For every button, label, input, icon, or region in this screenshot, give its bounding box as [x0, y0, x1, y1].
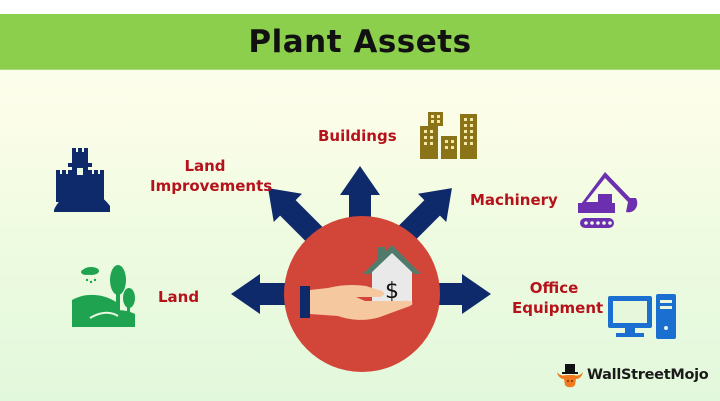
label-land: Land: [158, 288, 200, 306]
title-banner: Plant Assets: [0, 14, 720, 70]
desktop-computer-icon: [608, 294, 676, 339]
arrow-right-icon: [430, 274, 491, 314]
label-land-improvements: Land Improvements: [150, 157, 273, 195]
landscape-trees-icon: [72, 265, 135, 327]
buildings-icon: [420, 112, 477, 159]
page-title: Plant Assets: [248, 23, 472, 60]
label-office-equipment: Office Equipment: [512, 279, 604, 317]
brand-name: WallStreetMojo: [587, 367, 709, 383]
hand-holding-house-icon: $: [300, 245, 421, 320]
brand-logo: WallStreetMojo: [555, 362, 709, 388]
label-machinery: Machinery: [470, 191, 558, 209]
top-strip: [0, 0, 720, 14]
arrows: [231, 166, 491, 314]
svg-text:$: $: [385, 279, 399, 304]
castle-icon: [54, 148, 110, 212]
label-buildings: Buildings: [318, 127, 397, 145]
bull-tophat-icon: [557, 364, 583, 388]
arrow-left-icon: [231, 274, 290, 314]
excavator-icon: [578, 172, 638, 228]
